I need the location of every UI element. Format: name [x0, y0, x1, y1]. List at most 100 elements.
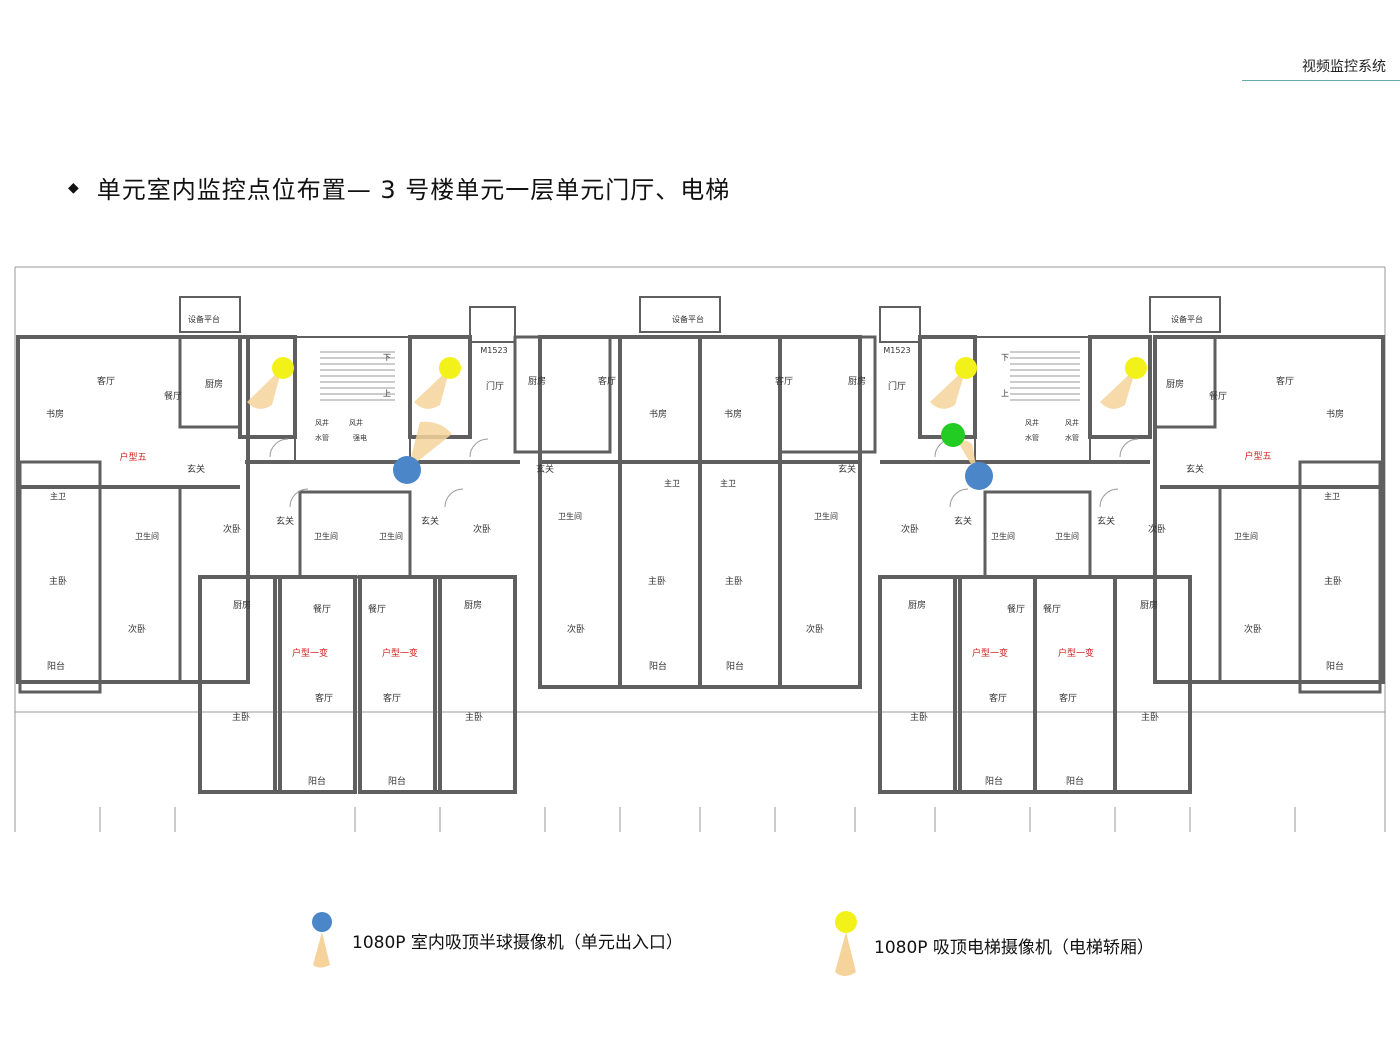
- door-arc: [469, 438, 489, 458]
- room-label: 次卧: [128, 623, 146, 635]
- room-label: 卫生间: [1055, 531, 1079, 541]
- elevator-camera-marker: [272, 357, 294, 379]
- legend-label-elevator-camera: 1080P 吸顶电梯摄像机（电梯轿厢）: [874, 937, 1154, 958]
- room-label: 厨房: [908, 599, 926, 611]
- room-outline: [469, 306, 516, 343]
- room-label: 次卧: [1244, 623, 1262, 635]
- room-label: 厨房: [205, 378, 223, 390]
- room-label: 户型五: [119, 451, 146, 463]
- room-label: 水管: [315, 433, 329, 442]
- room-label: 水管: [1065, 433, 1079, 442]
- room-label: 主卧: [1324, 575, 1342, 587]
- room-outline: [778, 335, 877, 454]
- room-outline: [179, 296, 241, 333]
- room-label: 设备平台: [1171, 314, 1203, 324]
- room-label: 书房: [649, 408, 667, 420]
- camera-fov-cone: [930, 368, 966, 409]
- room-label: 主卧: [910, 711, 928, 723]
- room-label: M1523: [480, 346, 507, 355]
- room-label: 客厅: [1276, 375, 1294, 387]
- room-label: 阳台: [388, 775, 406, 787]
- camera-fov-cone: [1100, 368, 1136, 409]
- room-label: 强电: [353, 433, 367, 442]
- room-label: 主卫: [50, 491, 66, 501]
- room-outline: [433, 575, 517, 794]
- room-label: 户型五: [1244, 450, 1271, 462]
- room-label: 次卧: [473, 523, 491, 535]
- room-label: 阳台: [47, 660, 65, 672]
- dome-camera-icon: [312, 912, 332, 968]
- room-label: 下: [1001, 353, 1009, 362]
- room-label: 阳台: [1326, 660, 1344, 672]
- room-label: 设备平台: [672, 314, 704, 324]
- elevator-camera-marker: [439, 357, 461, 379]
- room-label: 书房: [724, 408, 742, 420]
- legend-item-dome-camera: 1080P 室内吸顶半球摄像机（单元出入口）: [310, 910, 683, 970]
- room-label: 玄关: [421, 515, 439, 527]
- room-outline: [1113, 575, 1192, 794]
- room-label: 卫生间: [991, 531, 1015, 541]
- section-label: 视频监控系统: [1302, 59, 1386, 75]
- room-label: 餐厅: [1209, 390, 1227, 402]
- room-label: 厨房: [1140, 599, 1158, 611]
- room-outline: [1149, 296, 1221, 333]
- room-label: 次卧: [806, 623, 824, 635]
- slide-title-row: ◆ 单元室内监控点位布置— 3 号楼单元一层单元门厅、电梯: [68, 170, 730, 205]
- room-label: 风井: [315, 418, 329, 427]
- room-label: 门厅: [888, 380, 906, 392]
- room-label: 阳台: [726, 660, 744, 672]
- room-outline: [618, 335, 702, 689]
- room-outline: [98, 485, 182, 684]
- bullet-icon: ◆: [68, 179, 79, 196]
- room-label: 主卧: [648, 575, 666, 587]
- room-outline: [178, 335, 242, 429]
- legend-label-dome-camera: 1080P 室内吸顶半球摄像机（单元出入口）: [352, 932, 683, 953]
- floor-plan: 客厅餐厅厨房书房玄关主卧次卧卫生间主卫阳台次卧玄关玄关次卧卫生间卫生间厨房厨房餐…: [14, 266, 1386, 832]
- elevator-camera-icon: [835, 911, 857, 976]
- room-label: 次卧: [223, 523, 241, 535]
- room-label: 厨房: [464, 599, 482, 611]
- door-arc: [269, 438, 289, 458]
- room-label: 风井: [349, 418, 363, 427]
- room-label: 设备平台: [188, 314, 220, 324]
- room-label: 风井: [1065, 418, 1079, 427]
- green-camera-marker: [941, 423, 965, 447]
- door-arc: [1099, 488, 1119, 508]
- plan-markers: [247, 357, 1147, 490]
- plan-labels: 客厅餐厅厨房书房玄关主卧次卧卫生间主卫阳台次卧玄关玄关次卧卫生间卫生间厨房厨房餐…: [46, 314, 1344, 787]
- room-label: 卫生间: [379, 531, 403, 541]
- room-label: 上: [1001, 389, 1009, 398]
- room-label: 阳台: [1066, 775, 1084, 787]
- door-arc: [289, 488, 309, 508]
- room-label: 厨房: [528, 375, 546, 387]
- room-label: 餐厅: [313, 603, 331, 615]
- room-label: 户型一变: [292, 647, 328, 659]
- room-label: 玄关: [276, 515, 294, 527]
- room-label: 玄关: [1097, 515, 1115, 527]
- camera-fov-cone: [408, 421, 452, 469]
- room-label: 主卫: [720, 478, 736, 488]
- room-label: 客厅: [1059, 692, 1077, 704]
- room-label: 风井: [1025, 418, 1039, 427]
- room-label: 客厅: [315, 692, 333, 704]
- room-label: 上: [383, 389, 391, 398]
- elevator-camera-marker: [1125, 357, 1147, 379]
- room-label: 阳台: [308, 775, 326, 787]
- room-label: 厨房: [233, 599, 251, 611]
- room-label: M1523: [883, 346, 910, 355]
- room-outline: [983, 490, 1092, 579]
- room-label: 玄关: [187, 463, 205, 475]
- room-label: 卫生间: [314, 531, 338, 541]
- room-label: 卫生间: [558, 511, 582, 521]
- room-label: 主卫: [664, 478, 680, 488]
- room-label: 次卧: [901, 523, 919, 535]
- room-label: 玄关: [1186, 463, 1204, 475]
- room-label: 户型一变: [382, 647, 418, 659]
- room-label: 玄关: [838, 463, 856, 475]
- room-label: 客厅: [383, 692, 401, 704]
- room-label: 主卧: [1141, 711, 1159, 723]
- room-label: 玄关: [536, 463, 554, 475]
- room-label: 户型一变: [1058, 647, 1094, 659]
- room-label: 下: [383, 353, 391, 362]
- room-outline: [879, 306, 921, 343]
